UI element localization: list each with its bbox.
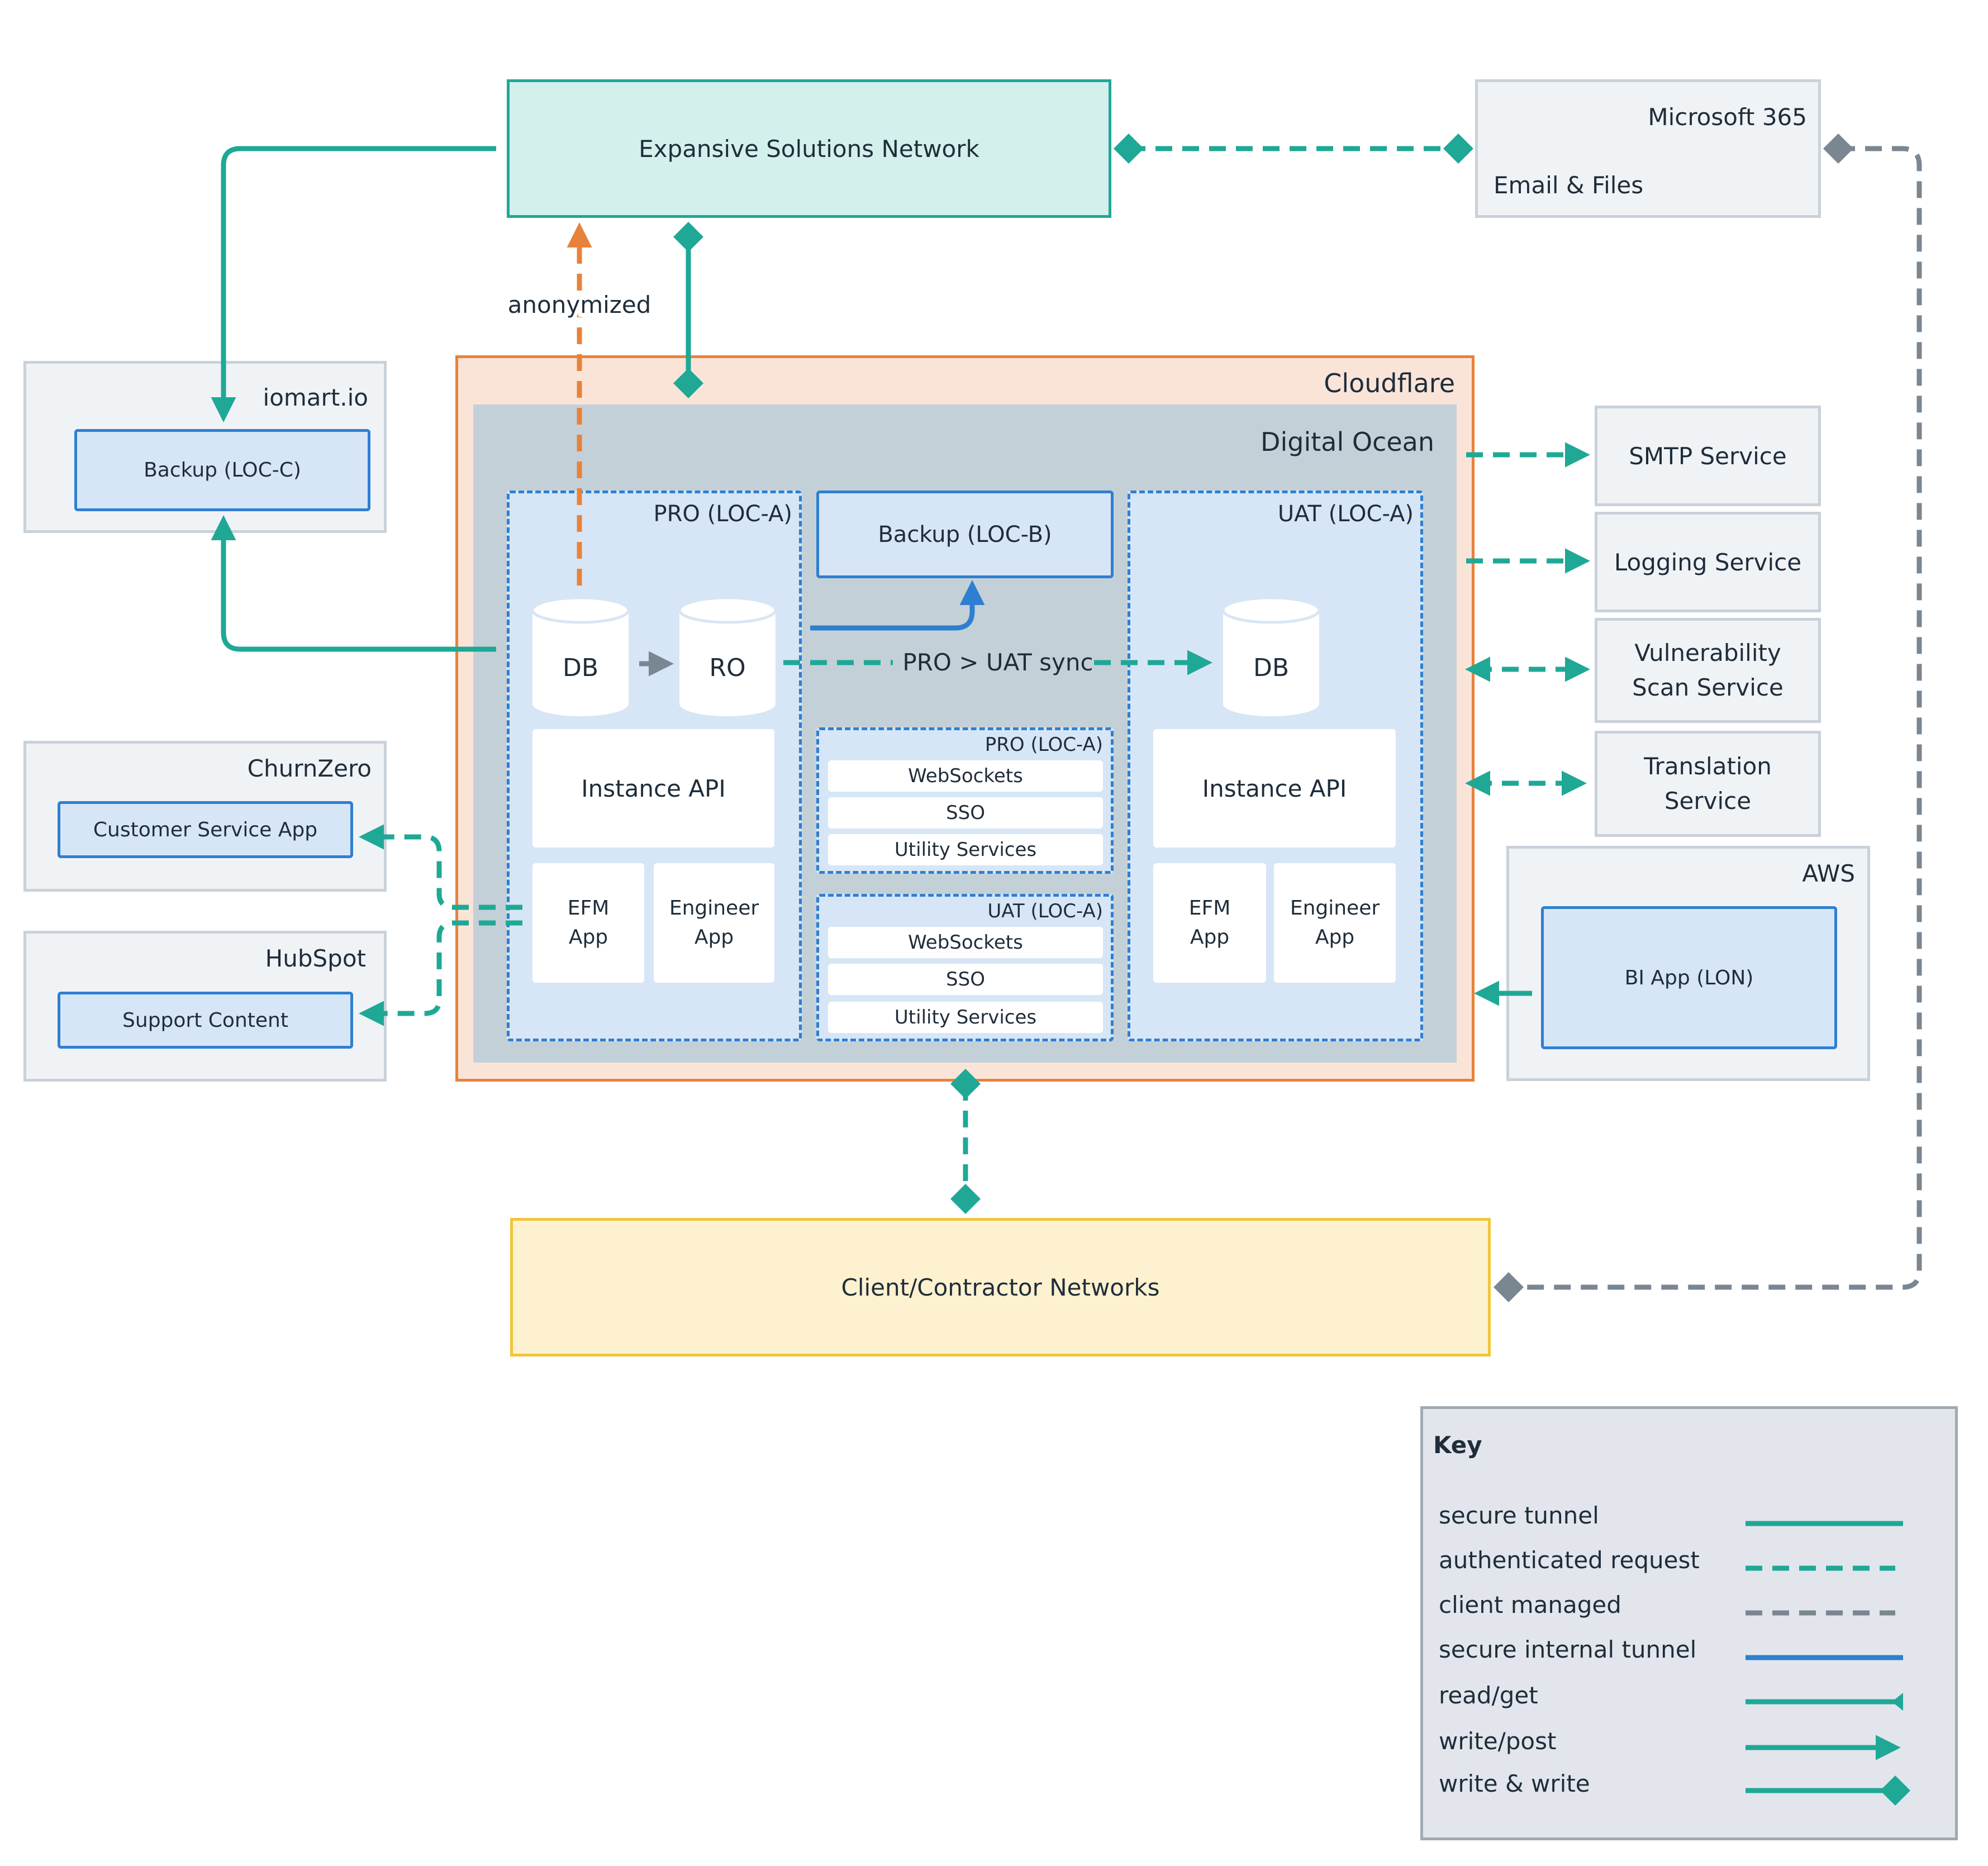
churnzero-title: ChurnZero [247, 755, 372, 782]
pro-to-uat-sync-label: PRO > UAT sync [902, 649, 1093, 676]
pro-sso: SSO [828, 797, 1103, 829]
legend-label-authenticated-request: authenticated request [1439, 1546, 1700, 1574]
pro-zone-title: PRO (LOC-A) [653, 501, 792, 527]
iomart-title: iomart.io [263, 384, 368, 411]
uat-utility-services: Utility Services [828, 1002, 1103, 1033]
support-content: Support Content [58, 992, 353, 1049]
pro-ro-cylinder [678, 596, 777, 716]
pro-db-to-backup-c-connector [211, 515, 496, 652]
hubspot-to-efm-connector [359, 920, 522, 1026]
customer-service-app-label: Customer Service App [93, 818, 318, 841]
microsoft-to-client-connector [1494, 134, 1922, 1302]
uat-websockets: WebSockets [828, 927, 1103, 958]
uat-engineer-app-line2: App [1315, 926, 1355, 949]
uat-efm-app-line2: App [1190, 926, 1230, 949]
legend-label-read-get: read/get [1439, 1682, 1538, 1709]
uat-efm-app: EFM App [1153, 863, 1266, 983]
digital-ocean-title: Digital Ocean [1261, 427, 1434, 457]
pro-efm-app-line2: App [568, 926, 608, 949]
pro-utility-services: Utility Services [828, 834, 1103, 865]
pro-instance-api: Instance API [532, 729, 774, 848]
uat-engineer-app-line1: Engineer [1290, 897, 1380, 920]
uat-websockets-label: WebSockets [908, 931, 1023, 954]
pro-services-zone: PRO (LOC-A) WebSockets SSO Utility Servi… [816, 727, 1114, 874]
legend-title: Key [1433, 1431, 1482, 1459]
pro-instance-api-label: Instance API [581, 774, 726, 802]
legend-label-write-and-write: write & write [1439, 1770, 1590, 1797]
uat-db-cylinder [1221, 596, 1321, 716]
pro-websockets: WebSockets [828, 760, 1103, 792]
backup-loc-c-label: Backup (LOC-C) [144, 459, 301, 482]
pro-engineer-app: Engineer App [654, 863, 774, 983]
hubspot-title: HubSpot [265, 945, 366, 972]
uat-services-zone: UAT (LOC-A) WebSockets SSO Utility Servi… [816, 894, 1114, 1041]
microsoft-365-title: Microsoft 365 [1648, 103, 1807, 131]
uat-services-title: UAT (LOC-A) [987, 900, 1103, 922]
backup-loc-c: Backup (LOC-C) [74, 429, 370, 511]
legend-label-client-managed: client managed [1439, 1591, 1621, 1619]
legend-label-secure-tunnel: secure tunnel [1439, 1502, 1599, 1529]
client-contractor-networks-label: Client/Contractor Networks [841, 1273, 1160, 1301]
pro-efm-app: EFM App [532, 863, 644, 983]
uat-efm-app-line1: EFM [1188, 897, 1231, 920]
uat-zone-title: UAT (LOC-A) [1277, 501, 1414, 527]
pro-utility-services-label: Utility Services [894, 839, 1037, 861]
pro-sso-label: SSO [946, 802, 985, 824]
pro-ro-label: RO [709, 654, 745, 682]
backup-loc-b: Backup (LOC-B) [816, 491, 1114, 578]
expansive-solutions-network: Expansive Solutions Network [507, 79, 1111, 218]
backup-loc-b-label: Backup (LOC-B) [878, 521, 1052, 548]
anonymized-label: anonymized [508, 291, 651, 318]
legend-read-marker [1892, 1693, 1903, 1711]
uat-instance-api-label: Instance API [1202, 774, 1347, 802]
pro-websockets-label: WebSockets [908, 765, 1023, 787]
pro-db-cylinder [531, 596, 630, 716]
support-content-label: Support Content [122, 1008, 288, 1032]
customer-service-app: Customer Service App [58, 801, 353, 858]
legend-label-write-post: write/post [1439, 1727, 1557, 1755]
uat-engineer-app: Engineer App [1274, 863, 1396, 983]
client-contractor-networks: Client/Contractor Networks [510, 1218, 1491, 1356]
legend-label-secure-internal-tunnel: secure internal tunnel [1439, 1636, 1697, 1663]
uat-instance-api: Instance API [1153, 729, 1396, 848]
pro-efm-app-line1: EFM [567, 897, 610, 920]
uat-sso-label: SSO [946, 968, 985, 991]
expansive-to-iomart-connector [211, 146, 496, 422]
uat-utility-services-label: Utility Services [894, 1006, 1037, 1029]
uat-db-label: DB [1253, 654, 1289, 682]
expansive-solutions-network-label: Expansive Solutions Network [639, 135, 979, 163]
pro-engineer-app-line1: Engineer [669, 897, 759, 920]
legend-panel: Key secure tunnel authenticated request … [1420, 1406, 1958, 1840]
ro-to-backup-b-connector [810, 580, 985, 631]
pro-engineer-app-line2: App [694, 926, 734, 949]
pro-db-label: DB [563, 654, 598, 682]
uat-sso: SSO [828, 964, 1103, 995]
pro-services-title: PRO (LOC-A) [985, 734, 1103, 756]
churnzero-to-efm-connector [359, 824, 522, 910]
cloudflare-title: Cloudflare [1324, 368, 1455, 398]
